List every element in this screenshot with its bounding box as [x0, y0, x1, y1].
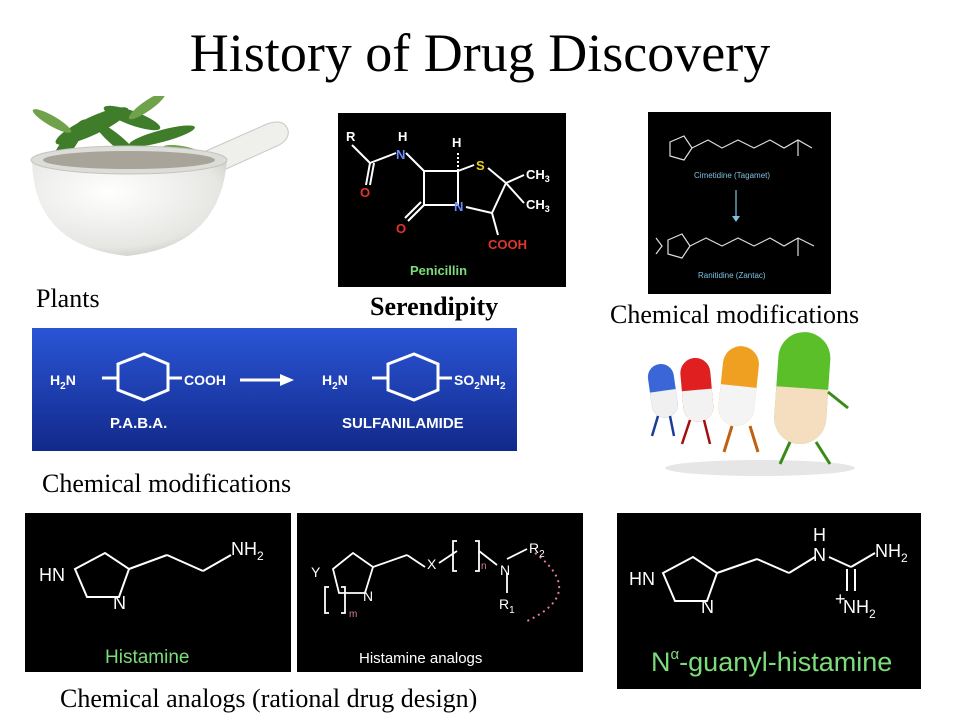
svg-text:NH2: NH2	[231, 539, 264, 563]
mortar-pestle-icon	[22, 92, 298, 266]
cimetidine-panel: Cimetidine (Tagamet) Ranitidine (Zantac)	[648, 112, 831, 294]
plants-caption: Plants	[36, 284, 100, 313]
histamine-sub: 2	[257, 549, 264, 563]
analog-r1-sub: 1	[509, 605, 515, 616]
paba-name: P.A.B.A.	[110, 415, 167, 432]
paba-h: H	[50, 372, 60, 388]
guanyl-h: H	[813, 525, 826, 545]
histamine-n: N	[113, 593, 126, 613]
chem-mod-mid-caption: Chemical modifications	[42, 469, 292, 498]
analog-nsub: n	[481, 561, 487, 572]
capsule-characters-icon	[640, 332, 860, 480]
analog-n2: N	[500, 562, 510, 578]
guanyl-nh2: NH	[875, 541, 901, 561]
analog-y: Y	[311, 564, 321, 580]
analog-r1: R	[499, 596, 509, 612]
guanyl-n-top: N	[813, 545, 826, 565]
atom-ch3b: CH	[526, 197, 545, 212]
paba-n: N	[66, 372, 76, 388]
chem-mod-top-caption: Chemical modifications	[610, 300, 860, 329]
guanyl-label-pre: N	[651, 647, 671, 677]
analog-r2-sub: 2	[539, 549, 545, 560]
histamine-analogs-panel: Y X N N R2 R1 m n Histamine analogs	[297, 513, 583, 672]
analog-m: m	[349, 609, 357, 620]
sulfa-sub1: 2	[332, 381, 338, 392]
penicillin-label: Penicillin	[410, 263, 467, 278]
guanyl-histamine-panel: H N HN N NH2 + NH2 Nα-guanyl-histamine	[617, 513, 921, 689]
histamine-panel: HN N NH2 Histamine	[25, 513, 291, 672]
atom-h1: H	[398, 129, 407, 144]
paba-sub: 2	[60, 381, 66, 392]
histamine-label: Histamine	[105, 647, 189, 668]
svg-text:SO2NH2: SO2NH2	[454, 372, 506, 392]
svg-text:CH3: CH3	[526, 197, 550, 214]
histamine-nh: NH	[231, 539, 257, 559]
atom-n1: N	[396, 147, 405, 162]
atom-ch3b-sub: 3	[545, 204, 550, 214]
svg-text:R2: R2	[529, 540, 545, 560]
atom-ch3a: CH	[526, 167, 545, 182]
sulfanilamide-panel: H2N COOH P.A.B.A. H2N SO2NH2 SULFANILAMI…	[32, 328, 517, 451]
analog-r2: R	[529, 540, 539, 556]
sulfa-nh: NH	[480, 372, 500, 388]
atom-ch3a-sub: 3	[545, 174, 550, 184]
atom-o1: O	[360, 185, 370, 200]
svg-text:H2N: H2N	[322, 372, 348, 392]
svg-text:H2N: H2N	[50, 372, 76, 392]
analog-x: X	[427, 556, 437, 572]
analogs-label: Histamine analogs	[359, 650, 482, 667]
cimetidine-label: Cimetidine (Tagamet)	[694, 171, 770, 180]
sulfa-sub3: 2	[500, 381, 506, 392]
sulfa-h: H	[322, 372, 332, 388]
guanyl-n: N	[701, 597, 714, 617]
atom-cooh: COOH	[488, 237, 527, 252]
ranitidine-label: Ranitidine (Zantac)	[698, 271, 766, 280]
guanyl-sub2a: 2	[901, 551, 908, 565]
histamine-hn: HN	[39, 565, 65, 585]
svg-text:CH3: CH3	[526, 167, 550, 184]
guanyl-hn: HN	[629, 569, 655, 589]
sulfa-so: SO	[454, 372, 474, 388]
analogs-caption: Chemical analogs (rational drug design)	[60, 684, 478, 713]
paba-cooh: COOH	[184, 372, 226, 388]
atom-r: R	[346, 129, 356, 144]
guanyl-label-sup: α	[671, 646, 680, 663]
atom-s: S	[476, 158, 485, 173]
sulfa-sub2: 2	[474, 381, 480, 392]
svg-text:NH2: NH2	[875, 541, 908, 565]
penicillin-panel: R H N H S O N O CH3 CH3 COOH Penicillin	[338, 113, 566, 287]
svg-text:NH2: NH2	[843, 597, 876, 621]
guanyl-nh2b: NH	[843, 597, 869, 617]
atom-n2: N	[454, 199, 463, 214]
sulfa-name: SULFANILAMIDE	[342, 415, 464, 432]
analog-n: N	[363, 588, 373, 604]
svg-text:Nα-guanyl-histamine: Nα-guanyl-histamine	[651, 646, 892, 677]
guanyl-sub2b: 2	[869, 607, 876, 621]
guanyl-plus: +	[835, 589, 846, 609]
slide-title: History of Drug Discovery	[189, 23, 771, 83]
serendipity-caption: Serendipity	[370, 292, 499, 321]
atom-o2: O	[396, 221, 406, 236]
atom-h2: H	[452, 135, 461, 150]
guanyl-label-post: -guanyl-histamine	[679, 647, 892, 677]
sulfa-n: N	[338, 372, 348, 388]
svg-text:R1: R1	[499, 596, 515, 616]
